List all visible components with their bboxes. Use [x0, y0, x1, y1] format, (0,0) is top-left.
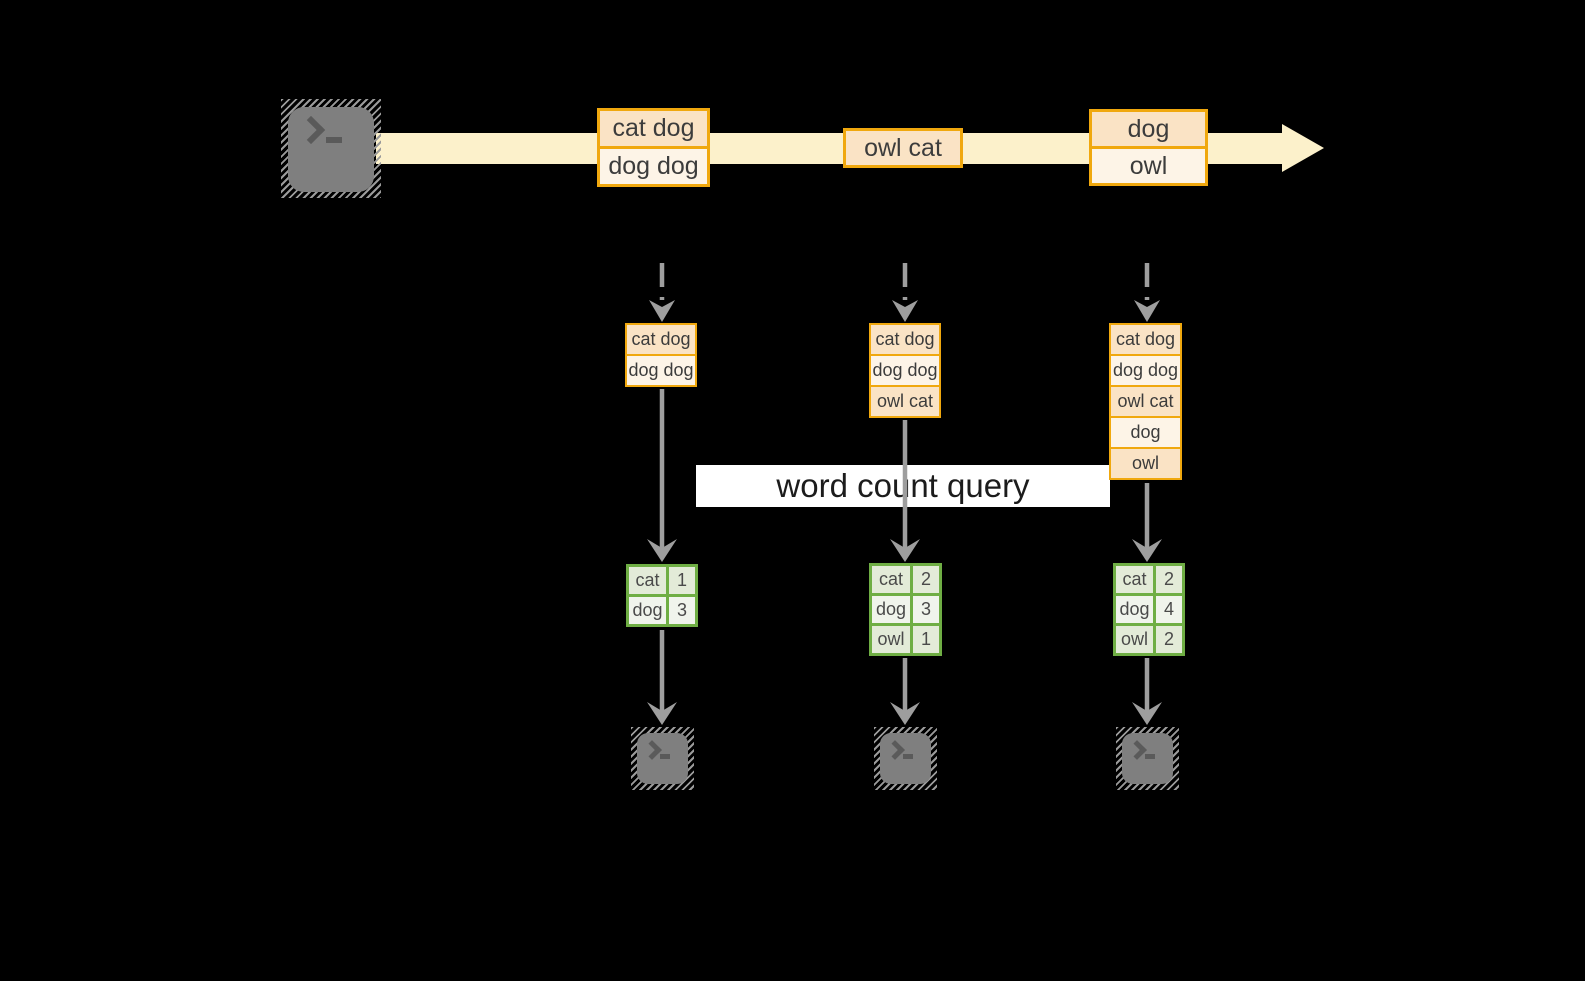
terminal-screen [637, 733, 688, 784]
word-cell: cat [629, 567, 666, 594]
buffer-record: owl [1111, 447, 1180, 478]
count-cell: 3 [666, 597, 695, 624]
stream-event-batch-2: owl cat [843, 128, 963, 168]
table-row: cat 2 [1116, 566, 1182, 593]
count-cell: 2 [910, 566, 939, 593]
word-cell: dog [629, 597, 666, 624]
table-row: cat 2 [872, 566, 939, 593]
count-table-3: cat 2 dog 4 owl 2 [1113, 563, 1185, 656]
buffer-stack-3: cat dog dog dog owl cat dog owl [1109, 323, 1182, 480]
event-record: dog [1092, 112, 1205, 146]
count-cell: 2 [1153, 566, 1182, 593]
prompt-chevron-icon [296, 115, 326, 145]
prompt-chevron-icon [642, 740, 662, 760]
event-record: owl cat [846, 131, 960, 165]
event-record: dog dog [600, 146, 707, 184]
buffer-record: cat dog [627, 325, 695, 354]
terminal-screen [1122, 733, 1173, 784]
word-cell: owl [1116, 626, 1153, 653]
count-cell: 3 [910, 596, 939, 623]
prompt-cursor-icon [326, 137, 342, 143]
event-record: owl [1092, 146, 1205, 183]
terminal-output-3-icon [1116, 727, 1179, 790]
terminal-output-1-icon [631, 727, 694, 790]
table-row: cat 1 [629, 567, 695, 594]
prompt-cursor-icon [660, 754, 670, 759]
buffer-record: dog [1111, 416, 1180, 447]
word-cell: cat [1116, 566, 1153, 593]
count-cell: 1 [910, 626, 939, 653]
terminal-screen [880, 733, 931, 784]
buffer-stack-1: cat dog dog dog [625, 323, 697, 387]
prompt-chevron-icon [885, 740, 905, 760]
buffer-record: cat dog [1111, 325, 1180, 354]
prompt-cursor-icon [1145, 754, 1155, 759]
buffer-record: dog dog [627, 354, 695, 385]
buffer-record: dog dog [1111, 354, 1180, 385]
stream-event-batch-1: cat dog dog dog [597, 108, 710, 187]
count-table-1: cat 1 dog 3 [626, 564, 698, 627]
buffer-record: cat dog [871, 325, 939, 354]
word-cell: cat [872, 566, 910, 593]
buffer-record: owl cat [1111, 385, 1180, 416]
stream-event-batch-3: dog owl [1089, 109, 1208, 186]
prompt-chevron-icon [1127, 740, 1147, 760]
buffer-stack-2: cat dog dog dog owl cat [869, 323, 941, 418]
buffer-record: owl cat [871, 385, 939, 416]
buffer-record: dog dog [871, 354, 939, 385]
event-record: cat dog [600, 111, 707, 146]
count-cell: 4 [1153, 596, 1182, 623]
table-row: dog 4 [1116, 593, 1182, 623]
word-cell: dog [872, 596, 910, 623]
terminal-output-2-icon [874, 727, 937, 790]
stream-arrow-head-icon [1282, 124, 1324, 172]
prompt-cursor-icon [903, 754, 913, 759]
table-row: owl 2 [1116, 623, 1182, 653]
word-cell: owl [872, 626, 910, 653]
table-row: dog 3 [629, 594, 695, 624]
terminal-source-icon [281, 99, 381, 198]
word-cell: dog [1116, 596, 1153, 623]
table-row: owl 1 [872, 623, 939, 653]
table-row: dog 3 [872, 593, 939, 623]
terminal-screen [288, 107, 374, 192]
count-table-2: cat 2 dog 3 owl 1 [869, 563, 942, 656]
count-cell: 1 [666, 567, 695, 594]
count-cell: 2 [1153, 626, 1182, 653]
